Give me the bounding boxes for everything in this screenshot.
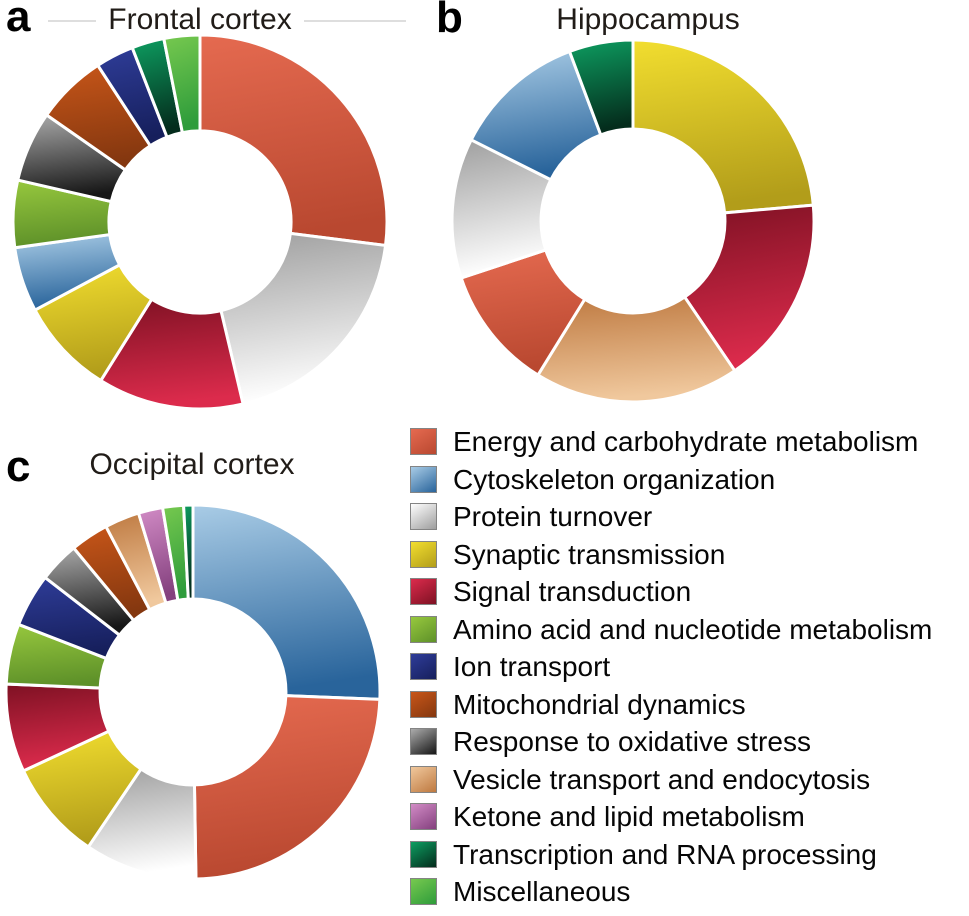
legend-label-mito: Mitochondrial dynamics [453,688,746,720]
donut-slice-b-signal [682,203,816,373]
legend-swatch-signal [410,578,437,605]
legend-label-energy: Energy and carbohydrate metabolism [453,426,919,457]
legend-item-synaptic: Synaptic transmission [410,538,966,570]
donut-slice-b-transcription [567,38,635,137]
legend-label-protein: Protein turnover [453,501,653,532]
legend-swatch-amino [410,615,437,643]
legend-swatch-oxidative [410,728,437,755]
legend-label-cytoskeleton: Cytoskeleton organization [453,463,776,495]
donut-slice-b-vesicle [535,294,737,404]
legend-label-ion: Ion transport [453,651,611,682]
legend-label-amino: Amino acid and nucleotide metabolism [453,613,933,645]
donut-slice-c-cytoskeleton [191,503,382,701]
donut-slice-c-transcription [182,503,195,601]
legend-swatch-transcription [410,840,437,868]
donut-slice-a-energy [198,33,389,248]
donut-slice-b-synaptic [631,38,815,215]
legend-swatch-ion [410,653,437,680]
legend-swatch-mito [410,690,437,718]
legend-item-cytoskeleton: Cytoskeleton organization [410,463,966,495]
legend-item-energy: Energy and carbohydrate metabolism [410,426,966,457]
legend-item-transcription: Transcription and RNA processing [410,838,966,870]
donut-chart-hippocampus [450,38,816,404]
legend-swatch-cytoskeleton [410,465,437,493]
donut-slice-c-energy [192,694,382,881]
donut-chart-occipital-cortex [4,503,382,881]
legend-swatch-synaptic [410,540,437,568]
legend-swatch-ketone [410,803,437,830]
legend-label-synaptic: Synaptic transmission [453,538,726,570]
panel-letter-b: b [436,0,463,42]
donut-slice-a-misc [162,33,202,135]
legend-swatch-misc [410,878,437,905]
legend-item-amino: Amino acid and nucleotide metabolism [410,613,966,645]
legend-swatch-vesicle [410,765,437,793]
legend-label-misc: Miscellaneous [453,876,631,907]
donut-chart-frontal-cortex [11,33,389,411]
chart-title-occipital-cortex: Occipital cortex [77,450,307,480]
legend-item-vesicle: Vesicle transport and endocytosis [410,763,966,795]
legend-item-oxidative: Response to oxidative stress [410,726,966,757]
chart-title-hippocampus: Hippocampus [544,5,752,35]
legend-label-ketone: Ketone and lipid metabolism [453,801,805,832]
legend-item-signal: Signal transduction [410,576,966,607]
legend-item-ketone: Ketone and lipid metabolism [410,801,966,832]
legend-label-signal: Signal transduction [453,576,692,607]
legend-item-mito: Mitochondrial dynamics [410,688,966,720]
legend-item-protein: Protein turnover [410,501,966,532]
legend-item-ion: Ion transport [410,651,966,682]
donut-slice-a-protein [219,231,388,406]
chart-title-frontal-cortex: Frontal cortex [96,5,304,35]
legend-label-vesicle: Vesicle transport and endocytosis [453,763,871,795]
panel-letter-c: c [6,442,31,491]
legend-swatch-protein [410,503,437,530]
legend-label-transcription: Transcription and RNA processing [453,838,877,870]
panel-letter-a: a [6,0,31,41]
legend-item-misc: Miscellaneous [410,876,966,907]
legend-label-oxidative: Response to oxidative stress [453,726,811,757]
legend-swatch-energy [410,428,437,455]
